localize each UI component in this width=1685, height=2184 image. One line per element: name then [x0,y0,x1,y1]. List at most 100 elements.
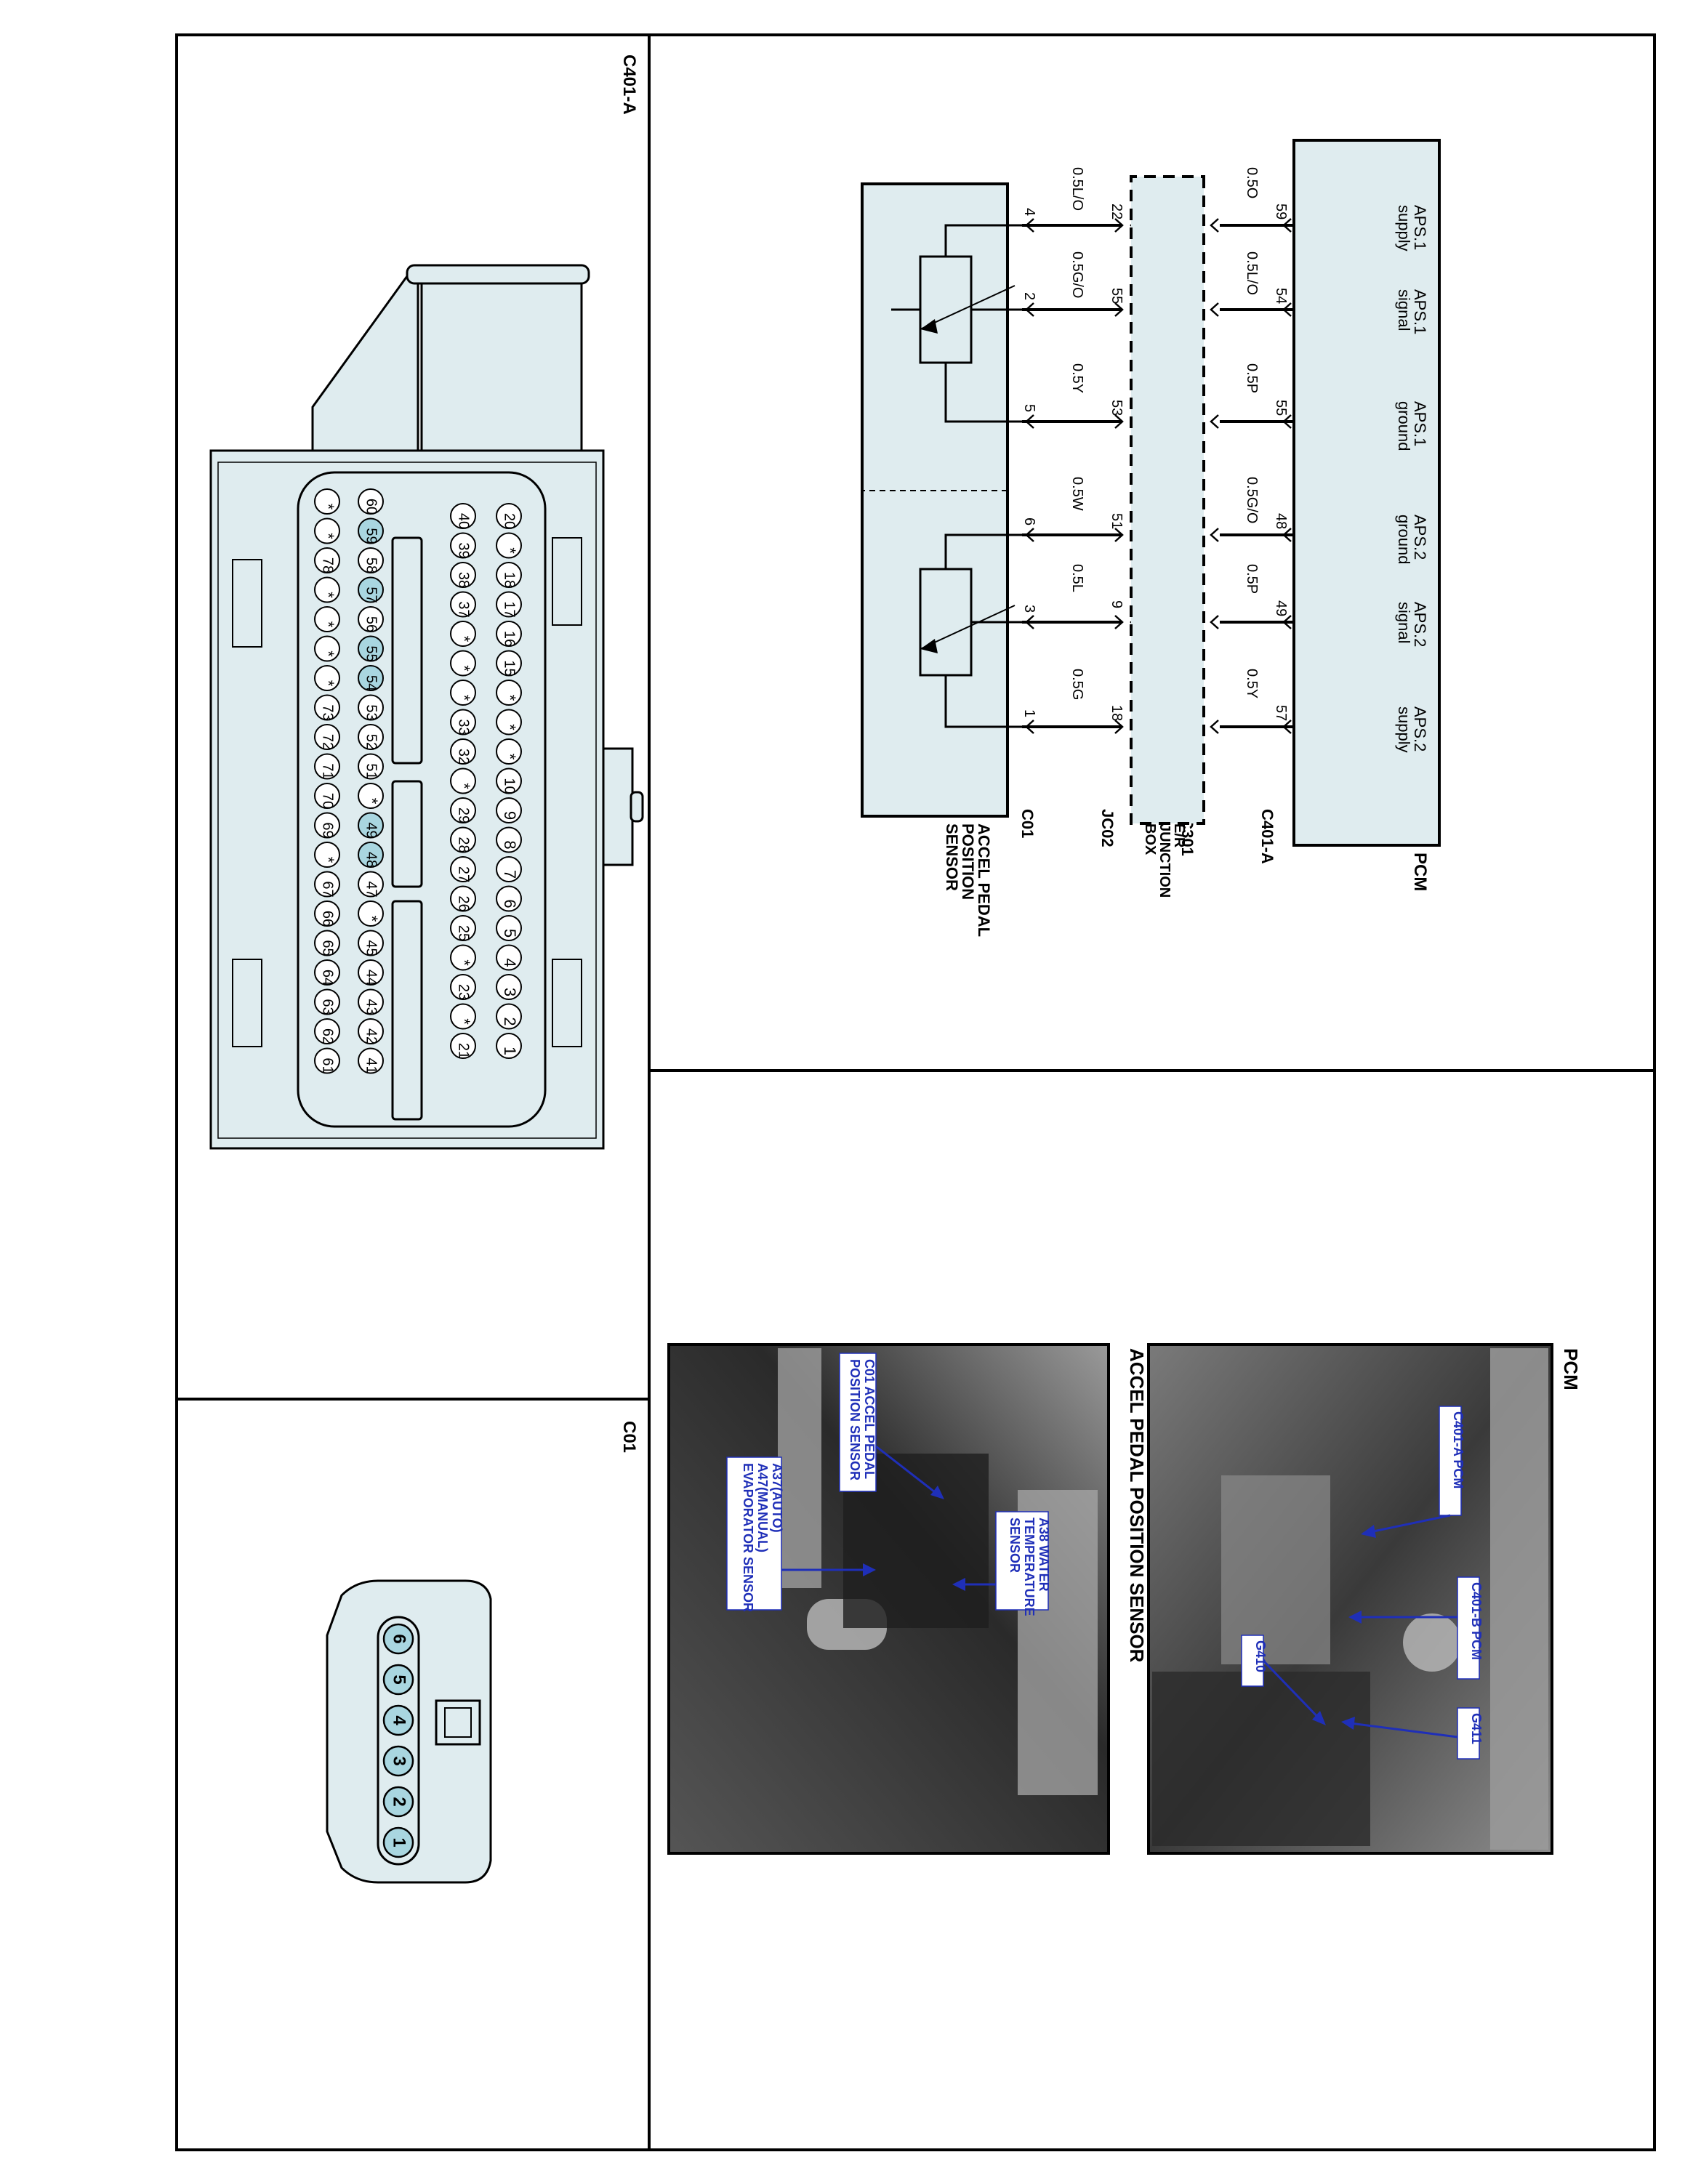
c401a-pin: 5 [496,915,522,941]
svg-text:G411: G411 [1469,1713,1484,1744]
c401a-key-slot-3 [391,900,423,1121]
c401a-pin: 7 [496,856,522,882]
svg-text:43: 43 [363,999,379,1015]
wire-code: 0.5L/O [1069,167,1085,211]
c401a-key-slot-1 [391,536,423,765]
c401a-pin: 10 [496,767,522,794]
c401a-pin: 32 [450,738,476,765]
svg-text:61: 61 [320,1057,336,1073]
c401a-pin: * [314,842,340,868]
terminal-chevron [1114,720,1124,734]
callout-g410: G410 [1241,1635,1326,1725]
terminal-chevron [1114,218,1124,233]
wire-code: 0.5Y [1069,363,1085,393]
svg-text:*: * [501,547,519,554]
jc02-pin-number: 55 [1109,288,1125,304]
terminal-chevron [1282,720,1292,734]
c401a-pin: 45 [358,930,384,956]
aps1-wiper [920,285,1016,330]
c401a-pin: 73 [314,694,340,721]
wire-code: 0.5P [1244,564,1260,594]
svg-text:7: 7 [501,870,519,879]
signal-label: ground [1395,401,1413,451]
svg-text:10: 10 [502,778,518,794]
c401a-pin: 70 [314,783,340,809]
svg-text:51: 51 [363,763,379,779]
c01-pin: 3 [382,1745,414,1777]
svg-text:*: * [455,665,473,672]
wire-code: 0.5Y [1244,669,1260,698]
c401a-clip-right-bottom [552,959,582,1047]
svg-text:73: 73 [320,704,336,720]
c01-pin: 6 [382,1623,414,1655]
c401a-pin: 2 [496,1003,522,1030]
junction-box-label: E/R JUNCTION BOX [1142,823,1187,898]
svg-text:*: * [319,650,337,657]
svg-text:60: 60 [363,499,379,515]
terminal-chevron [1025,720,1034,734]
svg-text:9: 9 [501,811,519,820]
c401a-pin: * [450,650,476,677]
c401a-pin: 71 [314,753,340,780]
c401a-pin: 62 [314,1018,340,1044]
c401a-pin: 65 [314,930,340,956]
svg-text:27: 27 [456,866,472,882]
svg-text:TEMPERATURE: TEMPERATURE [1022,1518,1037,1616]
aps2-wiper [920,605,1016,650]
c401a-pin: 66 [314,900,340,927]
terminal-chevron [1025,615,1034,629]
jc02-pin-number: 18 [1109,705,1125,721]
c401a-pin: 61 [314,1047,340,1074]
svg-text:A47(MANUAL): A47(MANUAL) [755,1463,770,1552]
svg-text:57: 57 [363,587,379,603]
c401a-pin: 16 [496,621,522,647]
c401a-pin: 47 [358,871,384,898]
svg-text:41: 41 [363,1057,379,1073]
photo-pcm [1147,1343,1553,1855]
page-frame [175,33,1656,2151]
svg-text:C401-A PCM: C401-A PCM [1451,1411,1465,1488]
wire-code: 0.5W [1069,477,1085,511]
svg-text:70: 70 [320,793,336,809]
terminal-chevron [1210,615,1219,629]
c401a-pin: 44 [358,959,384,986]
signal-label: signal [1395,602,1413,643]
svg-text:1: 1 [390,1837,409,1847]
jc02-pin-number: 22 [1109,204,1125,219]
svg-text:1: 1 [501,1047,519,1055]
photo-sensor-title: ACCEL PEDAL POSITION SENSOR [1126,1348,1148,1663]
c401a-pin: 33 [450,709,476,736]
c401a-pin: * [314,576,340,603]
signal-label: APS.2 [1411,602,1429,647]
c01-pin-number: 2 [1021,292,1037,300]
c401a-pin: 57 [358,576,384,603]
pcm-connector-label: C401-A [1258,809,1276,864]
svg-text:45: 45 [363,940,379,956]
pcm-box [1292,139,1441,847]
svg-text:C01 ACCEL PEDAL: C01 ACCEL PEDAL [862,1359,877,1479]
c401a-lever-bar [406,264,590,285]
terminal-chevron [1282,528,1292,542]
svg-text:52: 52 [363,734,379,750]
svg-text:JUNCTION: JUNCTION [1157,823,1173,898]
c401a-pin: 37 [450,591,476,618]
svg-text:5: 5 [390,1675,409,1684]
c401a-pin: 41 [358,1047,384,1074]
svg-text:20: 20 [502,513,518,529]
terminal-chevron [1282,302,1292,317]
photo-pcm-title: PCM [1560,1348,1582,1390]
signal-label: supply [1395,706,1413,753]
svg-text:A38 WATER: A38 WATER [1037,1518,1051,1592]
svg-text:SENSOR: SENSOR [1008,1518,1022,1573]
terminal-chevron [1282,218,1292,233]
svg-text:5: 5 [501,929,519,938]
c01-label: C01 [1018,809,1037,838]
c01-pin-number: 5 [1021,404,1037,412]
pcm-pin-number: 54 [1273,288,1289,304]
c401a-pin: * [314,517,340,544]
svg-text:53: 53 [363,704,379,720]
c401a-pin: 43 [358,988,384,1015]
